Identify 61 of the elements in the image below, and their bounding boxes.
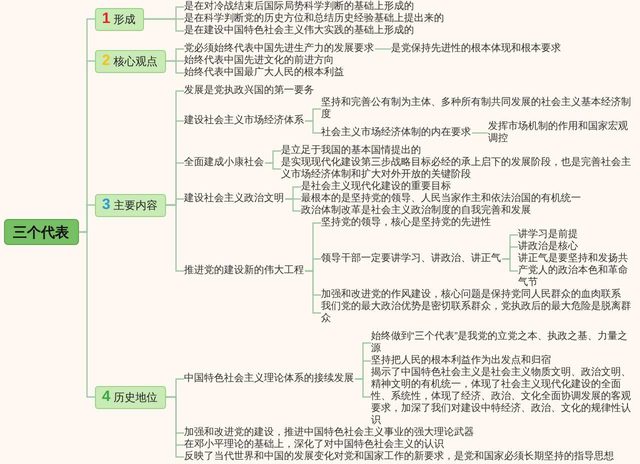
connector-line — [285, 198, 301, 212]
topic-text: 是实现现代化建设第三步战略目标必经的承上启下的发展阶段，也是完善社会主义市场经济体制和扩大对外开放的关键阶段 — [281, 157, 637, 181]
topic-text: 我们党的最大政治优势是密切联系群众，党执政后的最大危险是脱离群众 — [321, 301, 637, 325]
connector-line — [166, 396, 184, 458]
connector-line — [375, 48, 391, 50]
connector-line — [144, 18, 184, 32]
connector-line — [166, 60, 184, 74]
topic-text: 发挥市场机制的作用和国家宏观调控 — [488, 121, 637, 145]
topic-label: 形成 — [113, 14, 136, 26]
topic-text: 讲正气是要坚持和发扬共产党人的政治本色和革命气节 — [518, 253, 637, 289]
topic-text: 发展是党执政兴国的第一要务 — [184, 85, 315, 97]
topic-text: 坚持党的领导，核心是坚持党的先进性 — [321, 217, 492, 229]
topic-text: 建设社会主义市场经济体系 — [184, 115, 305, 127]
topic-number: 3 — [102, 196, 110, 212]
topic-text: 在邓小平理论的基础上，深化了对中国特色社会主义的认识 — [184, 439, 445, 451]
connector-line — [79, 231, 95, 398]
topic-number: 1 — [102, 10, 110, 26]
connector-line — [305, 270, 321, 314]
topic-text: 坚持和完善公有制为主体、多种所有制共同发展的社会主义基本经济制度 — [321, 97, 637, 121]
topic-text: 全面建成小康社会 — [184, 157, 265, 169]
branch-topic-box — [95, 386, 166, 408]
topic-text: 始终代表中国最广大人民的根本利益 — [184, 67, 345, 79]
topic-text: 加强和改进党的作风建设，核心问题是保持党同人民群众的血肉联系 — [321, 289, 622, 301]
topic-text: 始终做到“三个代表”是我党的立党之本、执政之基、力量之源 — [371, 331, 637, 355]
topic-label: 三个代表 — [13, 224, 69, 240]
topic-text: 是在建设中国特色社会主义伟大实践的基础上形成的 — [184, 25, 415, 37]
topic-text: 是党保持先进性的根本体现和根本要求 — [391, 43, 562, 55]
branch-topic-box — [95, 50, 166, 72]
central-topic-box — [4, 219, 79, 245]
connector-line — [265, 162, 281, 170]
connector-line — [305, 120, 321, 134]
topic-text: 是社会主义现代化建设的重要目标 — [301, 181, 452, 193]
topic-text: 是立足于我国的基本国情提出的 — [281, 145, 422, 157]
topic-text: 反映了当代世界和中国的发展变化对党和国家工作的新要求，是党和国家必须长期坚持的指导思想 — [184, 451, 615, 463]
connector-line — [502, 258, 518, 272]
connector-line — [166, 204, 184, 272]
topic-label: 核心观点 — [113, 56, 158, 68]
topic-label: 历史地位 — [113, 392, 158, 404]
branch-topic-box — [95, 8, 144, 30]
topic-text: 党必须始终代表中国先进生产力的发展要求 — [184, 43, 375, 55]
topic-text: 是在科学判断党的历史方位和总结历史经验基础上提出来的 — [184, 13, 445, 25]
topic-text: 始终代表中国先进文化的前进方向 — [184, 55, 335, 67]
topic-label: 主要内容 — [113, 200, 158, 212]
topic-text: 是在对冷战结束后国际局势科学判断的基础上形成的 — [184, 1, 415, 13]
connector-line — [355, 378, 371, 398]
connector-line — [472, 132, 488, 134]
topic-text: 最根本的是坚持党的领导、人民当家作主和依法治国的有机统一 — [301, 193, 582, 205]
topic-number: 2 — [102, 52, 110, 68]
topic-text: 坚持把人民的根本利益作为出发点和归宿 — [371, 355, 552, 367]
topic-text: 讲学习是前提 — [518, 229, 579, 241]
topic-text: 中国特色社会主义理论体系的接续发展 — [184, 373, 355, 385]
topic-text: 推进党的建设新的伟大工程 — [184, 265, 305, 277]
topic-text: 政治体制改革是社会主义政治制度的自我完善和发展 — [301, 205, 532, 217]
branch-topic-box — [95, 194, 166, 216]
topic-text: 加强和改进党的建设，推进中国特色社会主义事业的强大理论武器 — [184, 427, 475, 439]
topic-text: 揭示了中国特色社会主义是社会主义物质文明、政治文明、精神文明的有机统一，体现了社会主义现代化建设的全面性、系统性，体现了经济、政治、文化全面协调发展的客观要求，加深了我们对建设中特经济、政治、文化的规律性认识 — [371, 367, 637, 427]
topic-text: 领导干部一定要讲学习、讲政治、讲正气 — [321, 253, 502, 265]
topic-text: 社会主义市场经济体制的内在要求 — [321, 127, 472, 139]
topic-number: 4 — [102, 388, 110, 404]
topic-text: 讲政治是核心 — [518, 241, 579, 253]
topic-text: 建设社会主义政治文明 — [184, 193, 285, 205]
